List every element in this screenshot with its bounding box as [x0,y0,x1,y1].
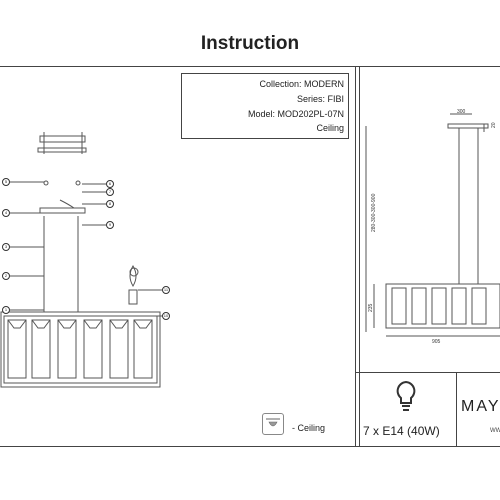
dim-canopy-height: 20 [491,122,497,128]
callout-5: 5 [2,178,10,186]
canopy-outline [447,123,489,129]
exploded-assembly-drawing [0,132,162,388]
collection-label: Collection: MODERN [259,79,344,89]
divider-right [359,66,360,447]
model-label: Model: MOD202PL-07N [247,109,344,119]
dim-canopy: 300 [457,109,466,115]
callout-8: 8 [106,200,114,208]
mount-label: Ceiling [316,123,344,133]
callout-9: 9 [106,221,114,229]
lamp-body [0,311,161,388]
model-info-box [181,73,349,139]
divider-spec-bulb [456,372,457,447]
instruction-sheet [0,66,500,447]
callout-10: 10 [162,312,170,320]
dim-body-height: 235 [368,303,374,312]
page-title: Instruction [200,33,300,54]
ceiling-label: - Ceiling [292,423,326,433]
body-outline [385,283,500,329]
callout-7: 7 [106,188,114,196]
dimension-drawing [365,113,500,337]
bulb-icon [396,380,416,411]
brand-url: WW [490,428,500,434]
mounting-bracket [39,135,86,143]
canopy [39,207,86,214]
ceiling-mount-icon [262,413,284,435]
callout-6: 6 [106,180,114,188]
callout-11: 11 [162,286,170,294]
callout-1: 1 [2,306,10,314]
divider-main [355,66,356,447]
series-label: Series: FIBI [296,94,344,104]
dim-cable: 280-300-300-900 [371,193,377,232]
dim-width: 905 [432,339,441,345]
callout-4: 4 [2,209,10,217]
bulb-spec: 7 x E14 (40W) [363,424,440,438]
callout-3: 3 [2,243,10,251]
callout-2: 2 [2,272,10,280]
brand-name: MAY [461,398,500,415]
divider-spec [355,372,500,373]
